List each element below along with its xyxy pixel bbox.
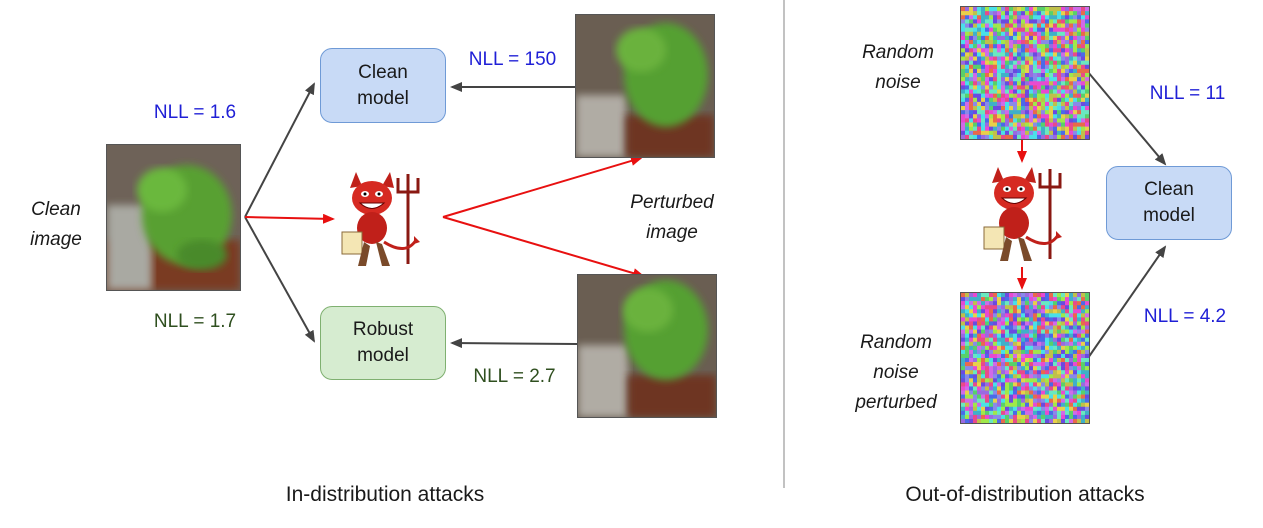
arrow-devil-to-perturbed-bottom — [442, 216, 645, 278]
nll-robust-model-perturbed: NLL = 2.7 — [473, 366, 556, 387]
nll-robust-model-clean-image: NLL = 1.7 — [153, 311, 237, 332]
clean-model-box: Clean model — [320, 48, 446, 123]
clean-model-box-ood: Clean model — [1106, 166, 1232, 240]
random-noise-perturbed-label: Random noise perturbed — [855, 332, 937, 413]
nll-noise: NLL = 11 — [1149, 83, 1226, 104]
perturbed-frog-image-top — [575, 14, 715, 158]
arrow-clean-to-robust-model — [244, 216, 315, 343]
frog-image — [107, 145, 240, 290]
in-distribution-caption: In-distribution attacks — [285, 483, 485, 506]
clean-frog-image — [106, 144, 241, 291]
robust-model-box: Robust model — [320, 306, 446, 380]
arrow-perturbed-bottom-to-robust-model — [450, 338, 578, 349]
random-noise-label: Random noise — [862, 42, 934, 93]
perturbed-image-label: Perturbed image — [630, 192, 714, 243]
devil-icon — [336, 170, 432, 270]
devil-icon — [978, 165, 1074, 265]
nll-noise-perturbed: NLL = 4.2 — [1143, 306, 1227, 327]
arrow-clean-to-devil — [244, 213, 335, 224]
arrow-devil-to-perturbed-top — [442, 156, 643, 218]
perturbed-frog-image-bottom — [577, 274, 717, 418]
arrow-noise-perturbed-to-clean-model — [1087, 245, 1167, 359]
nll-clean-model-clean-image: NLL = 1.6 — [153, 102, 237, 123]
clean-image-label: Clean image — [30, 199, 82, 250]
arrow-noise-to-clean-model — [1087, 71, 1167, 166]
noise-image — [960, 6, 1090, 140]
arrow-clean-to-clean-model — [244, 82, 315, 218]
noise-perturbed-image — [960, 292, 1090, 424]
nll-clean-model-perturbed: NLL = 150 — [468, 49, 557, 70]
out-of-distribution-caption: Out-of-distribution attacks — [905, 483, 1145, 506]
